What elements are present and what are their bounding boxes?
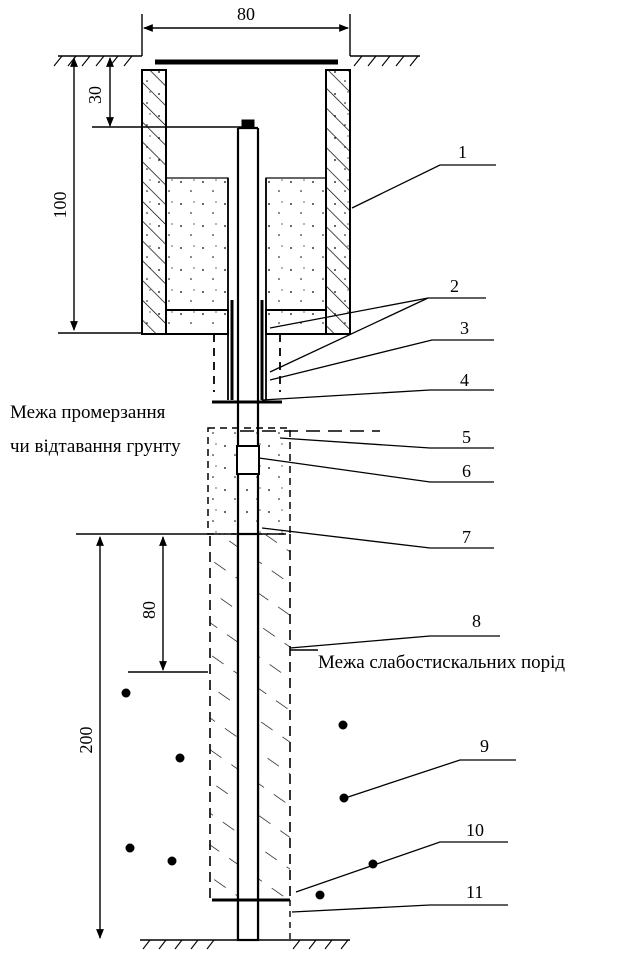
callout-10: 10 bbox=[466, 820, 484, 840]
sand-cushion bbox=[207, 427, 291, 535]
rod-cap bbox=[241, 119, 255, 129]
callout-7: 7 bbox=[462, 527, 471, 547]
coupling-sleeve bbox=[236, 445, 260, 475]
dim-label-box-depth: 100 bbox=[50, 192, 70, 219]
caption-weak-rock-boundary: Межа слабостискальних порід bbox=[318, 652, 565, 673]
ground-surface-bottom bbox=[140, 939, 350, 950]
dim-label-box-width: 80 bbox=[237, 4, 255, 24]
protective-box bbox=[141, 69, 351, 335]
dim-label-top-gap: 30 bbox=[85, 86, 105, 104]
dim-label-lower-offset: 80 bbox=[139, 601, 159, 619]
dimension-box-width bbox=[141, 14, 351, 56]
caption-freeze-line-1: Межа промерзання bbox=[10, 402, 166, 423]
callout-11: 11 bbox=[466, 882, 483, 902]
caption-freeze-line-2: чи відтавання грунту bbox=[10, 436, 181, 457]
box-bottom-right bbox=[265, 309, 327, 335]
callout-4: 4 bbox=[460, 370, 469, 390]
callout-6: 6 bbox=[462, 461, 471, 481]
casing-pipe bbox=[213, 178, 281, 400]
box-sand-fill-right bbox=[265, 177, 327, 311]
leader-lines bbox=[258, 164, 516, 913]
dimension-top-gap bbox=[92, 57, 242, 128]
box-left-wall-dots bbox=[142, 70, 166, 334]
box-bottom-left bbox=[165, 309, 229, 335]
dim-label-lower-depth: 200 bbox=[76, 727, 96, 754]
callout-2: 2 bbox=[450, 276, 459, 296]
concrete-pile bbox=[209, 532, 291, 942]
callout-3: 3 bbox=[460, 318, 469, 338]
box-right-wall-dots bbox=[326, 70, 350, 334]
ground-surface-top bbox=[53, 55, 420, 67]
dimension-lower-offset bbox=[76, 533, 210, 671]
callout-1: 1 bbox=[458, 142, 467, 162]
dimension-box-depth bbox=[58, 57, 142, 334]
callout-5: 5 bbox=[462, 427, 471, 447]
callout-9: 9 bbox=[480, 736, 489, 756]
box-sand-fill-left bbox=[165, 177, 229, 311]
callout-8: 8 bbox=[472, 611, 481, 631]
